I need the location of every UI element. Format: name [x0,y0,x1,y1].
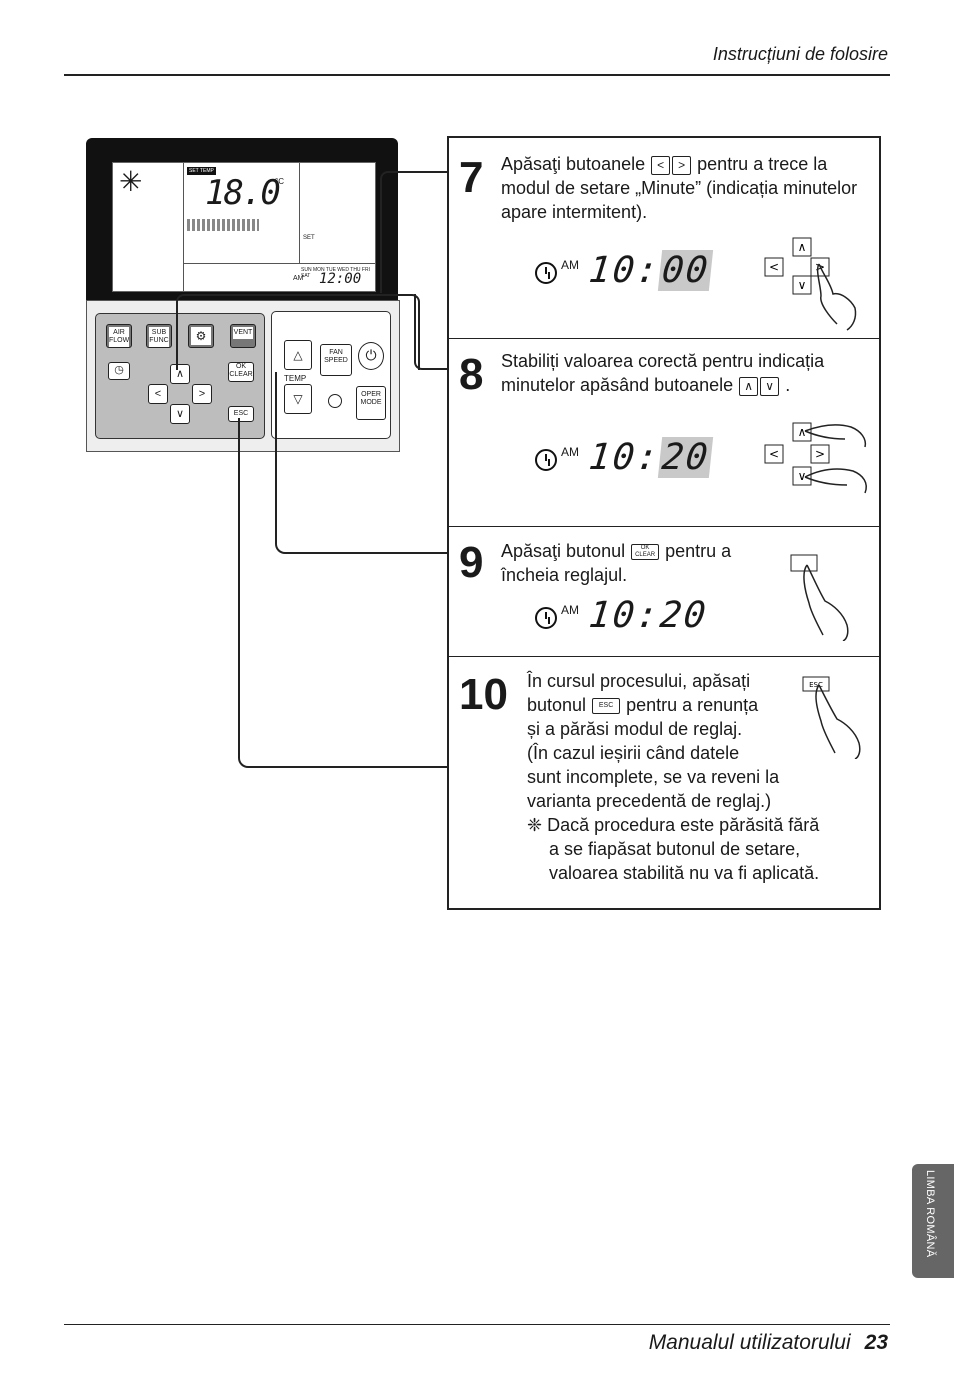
step-text: Stabiliți valoarea corectă pentru indica… [501,351,825,396]
set-temp-badge: SET TEMP [187,167,216,175]
vent-button[interactable]: VENT [230,324,256,348]
lcd-clock-am: AM [293,275,304,282]
language-side-tab: LIMBA ROMÂNĂ [912,1164,954,1278]
header-rule [64,74,890,76]
down-arrow-button[interactable]: ∨ [170,404,190,424]
snowflake-icon: ✳ [119,166,143,197]
svg-text:∧: ∧ [798,240,807,254]
svg-text:<: < [769,447,779,461]
hand-pressing-ok-icon [790,554,849,641]
footer-rule [64,1324,890,1325]
svg-text:∨: ∨ [798,278,807,292]
step-number: 9 [459,538,484,587]
esc-icon: ESC [592,698,621,715]
ok-clear-button[interactable]: OK CLEAR [228,362,254,382]
svg-text:∨: ∨ [798,469,807,483]
lcd-set-label: SET [303,235,315,241]
step-number: 8 [459,350,484,399]
clock-icon [535,449,557,471]
up-arrow-button[interactable]: ∧ [170,364,190,384]
step-number: 7 [459,153,484,202]
step-text: Apăsaţi butoanele <> pentru a trece la m… [501,154,858,222]
up-arrow-icon: ∧ [739,376,759,396]
left-arrow-button[interactable]: < [148,384,168,404]
lcd-temp-value: 18.0 [205,173,281,213]
temp-up-button[interactable]: △ [284,340,312,370]
step-10: 10 În cursul procesului, apăsați butonul… [449,656,879,909]
clock-display: AM 10:00 [535,250,714,291]
esc-button[interactable]: ESC [228,406,254,422]
sub-func-button[interactable]: SUB FUNC [146,324,172,348]
step-number: 10 [459,670,508,719]
page-header-title: Instrucțiuni de folosire [712,44,888,64]
two-hands-pressing-icon: ∧ < > ∨ [764,422,867,494]
lcd-clock: 12:00 [319,271,362,287]
indicator-led [328,394,342,408]
remote-left-panel: AIR FLOW SUB FUNC ⚙ VENT ◷ ∧ < > ∨ OK CL… [95,313,265,439]
step-text: În cursul procesului, apăsați butonul ES… [527,671,820,883]
left-arrow-icon: < [651,155,671,175]
temp-label: TEMP [284,374,307,383]
gear-icon[interactable]: ⚙ [188,324,214,348]
svg-text:ESC: ESC [809,681,823,689]
remote-keypad: AIR FLOW SUB FUNC ⚙ VENT ◷ ∧ < > ∨ OK CL… [86,300,400,452]
clock-display: AM 10:20 [535,595,710,636]
clock-button[interactable]: ◷ [108,362,130,380]
fan-speed-button[interactable]: FAN SPEED [320,344,352,376]
clock-icon [535,607,557,629]
hand-pressing-esc-icon: ESC [802,676,861,759]
remote-right-panel: △ TEMP ▽ FAN SPEED ⏻ OPER MODE [271,311,391,439]
hand-pressing-arrows-icon: ∧ < > ∨ [764,237,857,331]
air-flow-button[interactable]: AIR FLOW [106,324,132,348]
page-number: 23 [864,1331,888,1354]
lcd-days: SUN MON TUE WED THU FRI SAT [301,267,370,279]
connector-step10 [238,418,448,768]
power-button[interactable]: ⏻ [358,342,384,370]
steps-box: 7 Apăsaţi butoanele <> pentru a trece la… [447,136,881,910]
lcd-screen: ✳ SET TEMP 18.0 °C SET SUN MON TUE WED T… [112,162,376,292]
clock-icon [535,262,557,284]
svg-text:∧: ∧ [798,425,807,439]
clock-display: AM 10:20 [535,437,714,478]
right-arrow-button[interactable]: > [192,384,212,404]
remote-display-bezel: ✳ SET TEMP 18.0 °C SET SUN MON TUE WED T… [86,138,398,300]
connector-step8b [414,294,448,370]
down-arrow-icon: ∨ [760,376,780,396]
svg-text:<: < [769,260,779,274]
temp-down-button[interactable]: ▽ [284,384,312,414]
step-8: 8 Stabiliți valoarea corectă pentru indi… [449,338,879,527]
right-arrow-icon: > [672,155,692,175]
lcd-temp-unit: °C [275,177,284,186]
svg-text:>: > [815,447,825,461]
step-7: 7 Apăsaţi butoanele <> pentru a trece la… [449,138,879,338]
remote-controller: ✳ SET TEMP 18.0 °C SET SUN MON TUE WED T… [86,138,400,453]
oper-mode-button[interactable]: OPER MODE [356,386,386,420]
fan-bar-graphic [187,219,259,231]
